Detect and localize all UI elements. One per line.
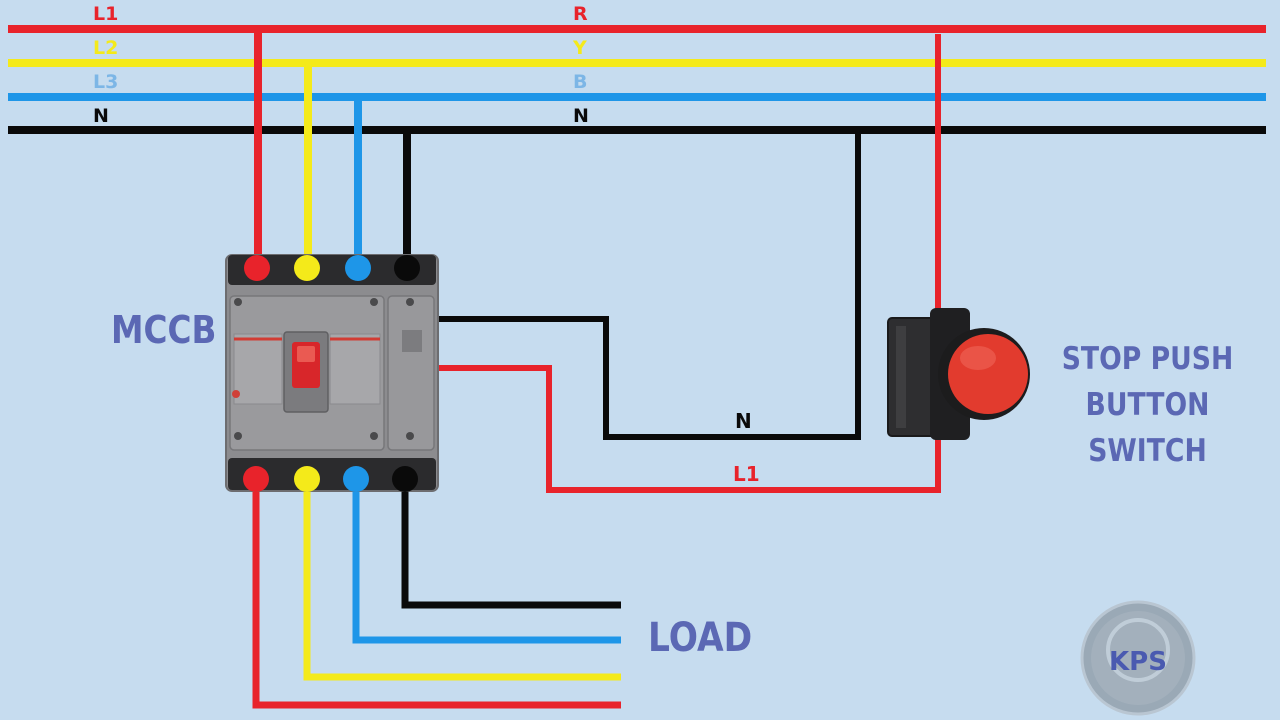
bus-label-l1: L1 [93,3,118,25]
load-wire-yellow [303,484,621,681]
bus-label-l2: L2 [93,37,118,59]
button-contact-block [887,317,937,437]
mccb-toggle-grip [297,346,315,362]
mccb-top-terminal-yellow [294,255,320,281]
control-wires [436,34,941,493]
stop-push-button [887,308,1030,440]
load-wire-black [401,484,621,609]
load-wire-red [252,484,621,709]
bus-label-n-left: N [93,105,109,127]
load-wire-blue [352,484,621,644]
button-contact-rib [896,326,906,428]
bus-label-r: R [573,3,588,25]
mccb-label-left [233,333,283,405]
mccb-screw [406,432,414,440]
load-wires [252,484,621,709]
mccb-input-wires [254,29,411,262]
control-phase-label: L1 [733,462,760,486]
mccb-label: MCCB [111,308,217,352]
mccb-screw [370,432,378,440]
mccb-top-terminal-black [394,255,420,281]
button-cap [948,334,1028,414]
control-neutral-wire [436,130,861,440]
control-neutral-label: N [735,409,752,433]
mccb-bottom-terminal-red [243,466,269,492]
mccb-accessory-slot [402,330,422,352]
stop-button-label-line2: BUTTON SWITCH [1085,387,1210,469]
mccb-top-terminal-blue [345,255,371,281]
control-phase-wire [436,34,941,493]
mccb-screw [370,298,378,306]
logo-text: KPS [1109,647,1167,677]
mccb-bottom-terminal-black [392,466,418,492]
bus-bars [8,25,1266,134]
mccb-screw [406,298,414,306]
mccb-top-terminal-strip [228,255,436,285]
mccb-screw [234,298,242,306]
mccb-top-terminal-red [244,255,270,281]
load-label: LOAD [648,615,753,661]
button-cap-highlight [960,346,996,370]
bus-label-n-mid: N [573,105,589,127]
stop-button-label-line1: STOP PUSH [1061,341,1234,377]
mccb-side-panel [387,295,435,451]
mccb-bottom-terminal-strip [228,458,436,490]
bus-label-l3: L3 [93,71,118,93]
bus-label-y: Y [572,37,587,59]
mccb-bottom-terminal-yellow [294,466,320,492]
mccb-screw [234,432,242,440]
bus-label-b: B [573,71,587,93]
kps-logo: KPS [1080,600,1196,716]
mccb-breaker [225,254,439,492]
mccb-bottom-terminal-blue [343,466,369,492]
mccb-label-right [329,333,381,405]
stop-button-label: STOP PUSH BUTTON SWITCH [1040,336,1255,474]
mccb-test-button [232,390,240,398]
